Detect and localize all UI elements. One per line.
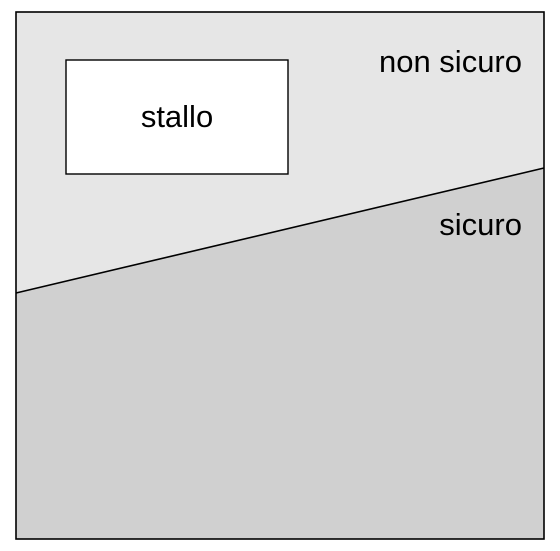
stall-box [65, 59, 289, 175]
safety-boundary-line [15, 167, 545, 294]
safe-label: sicuro [439, 207, 522, 242]
diagram-border [15, 11, 545, 540]
stall-label: stallo [141, 99, 213, 134]
unsafe-label: non sicuro [379, 44, 522, 79]
safe-region [16, 168, 544, 539]
